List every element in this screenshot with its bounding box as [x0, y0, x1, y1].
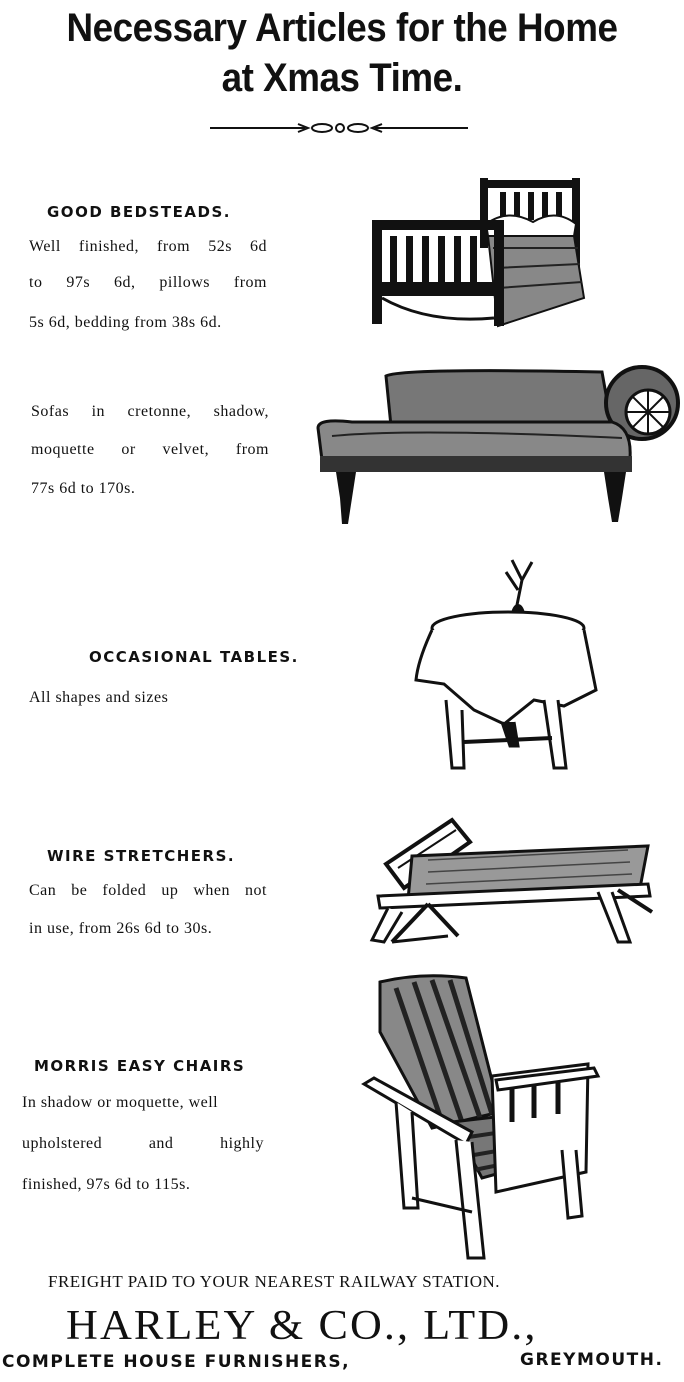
bedsteads-text-line-1: Well finished, from 52s 6d [29, 238, 267, 255]
bedsteads-heading: GOOD BEDSTEADS. [47, 203, 231, 221]
sofa-illustration [316, 365, 680, 524]
ornamental-divider [210, 123, 468, 133]
stretchers-text-line-1: Can be folded up when not [29, 882, 267, 899]
company-name: HARLEY & CO., LTD., [66, 1303, 538, 1349]
chairs-text-line-1: In shadow or moquette, well [22, 1094, 219, 1111]
stretchers-text-line-2: in use, from 26s 6d to 30s. [29, 920, 213, 937]
sofas-text-line-3: 77s 6d to 170s. [31, 480, 136, 497]
stretchers-heading: WIRE STRETCHERS. [47, 847, 236, 865]
stretcher-illustration [369, 817, 654, 944]
chair-illustration [361, 974, 601, 1260]
chairs-text-line-3: finished, 97s 6d to 115s. [22, 1176, 191, 1193]
chairs-heading: MORRIS EASY CHAIRS [34, 1057, 246, 1075]
chairs-text-line-2: upholstered and highly [22, 1135, 264, 1152]
company-tagline: COMPLETE HOUSE FURNISHERS, [2, 1352, 351, 1372]
table-illustration [414, 559, 598, 770]
page-title-line-1: Necessary Articles for the Home [66, 6, 618, 50]
tables-text-line-1: All shapes and sizes [29, 689, 169, 706]
tables-heading: OCCASIONAL TABLES. [89, 648, 299, 666]
bedsteads-text-line-3: 5s 6d, bedding from 38s 6d. [29, 314, 222, 331]
sofas-text-line-1: Sofas in cretonne, shadow, [31, 403, 269, 420]
bedsteads-text-line-2: to 97s 6d, pillows from [29, 274, 267, 291]
sofas-text-line-2: moquette or velvet, from [31, 441, 269, 458]
page-title-line-2: at Xmas Time. [221, 56, 463, 100]
bedstead-illustration [372, 178, 586, 328]
company-location: GREYMOUTH. [520, 1350, 664, 1370]
freight-notice: FREIGHT PAID TO YOUR NEAREST RAILWAY STA… [48, 1272, 500, 1291]
